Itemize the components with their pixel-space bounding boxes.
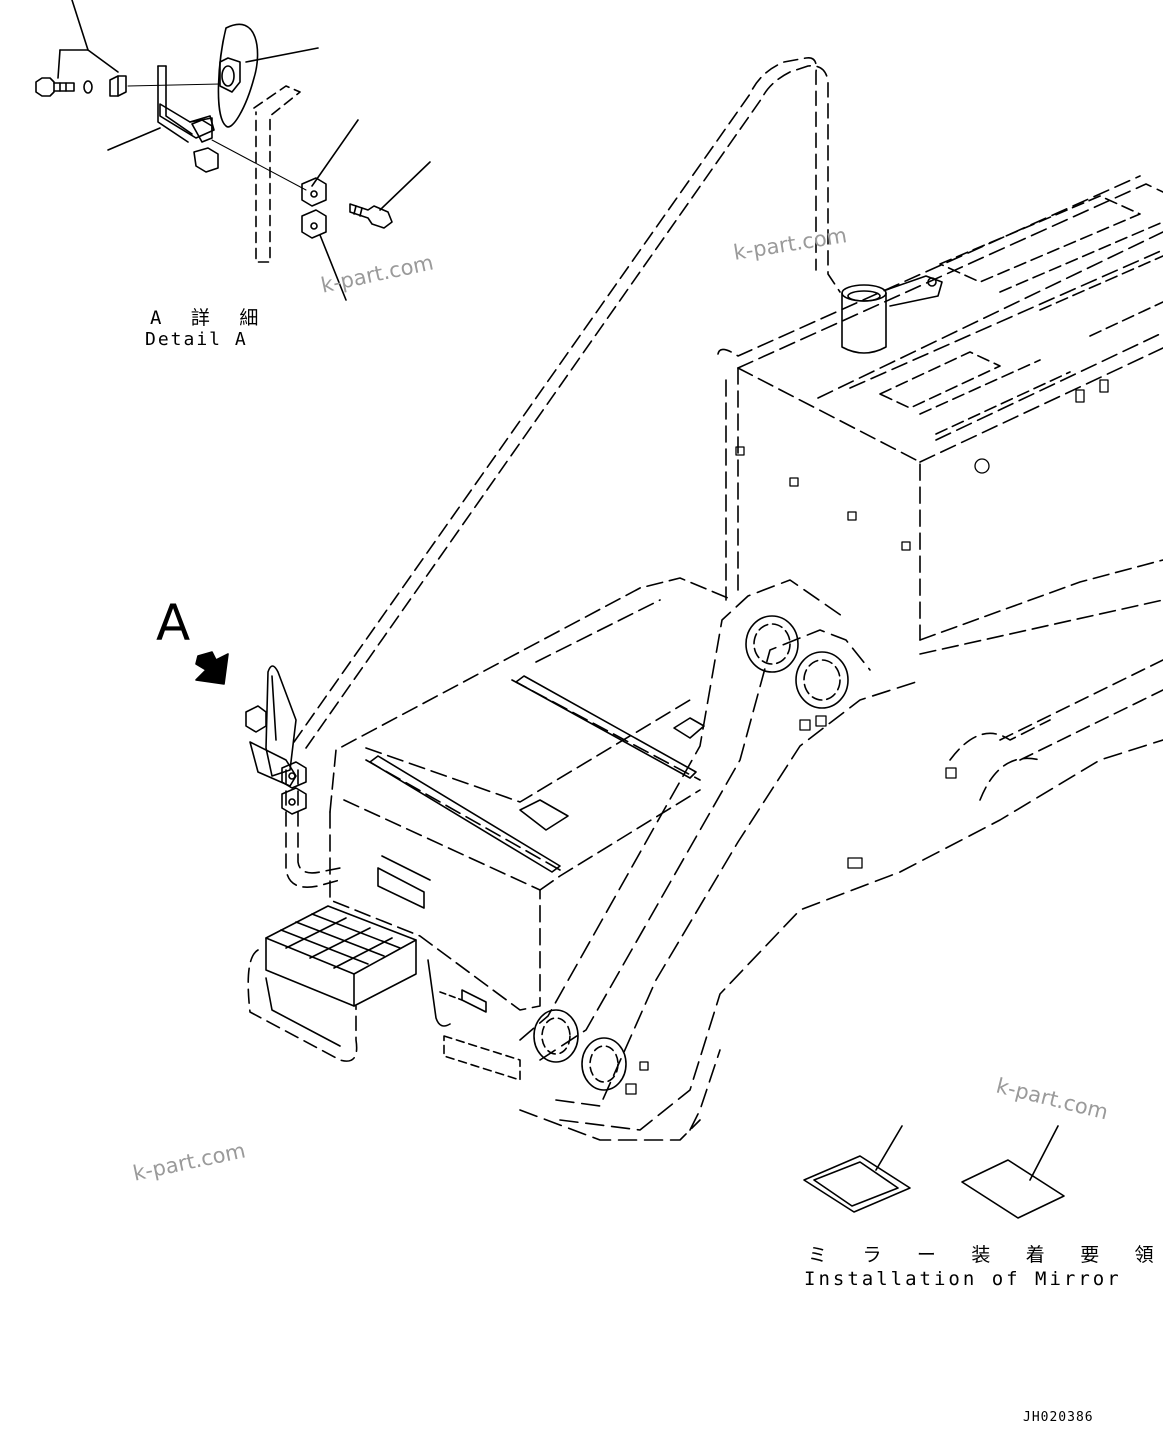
tank-covers bbox=[369, 675, 705, 873]
side-bolts bbox=[625, 715, 957, 1095]
tank-box bbox=[329, 577, 729, 1011]
step-box bbox=[247, 905, 417, 1062]
detail-a-exploded-view bbox=[35, 0, 431, 301]
side-structure bbox=[949, 659, 1163, 801]
floor-slats bbox=[879, 195, 1163, 435]
detail-a-title-jp: A 詳 細 bbox=[150, 307, 268, 329]
drawing-code: JH020386 bbox=[1023, 1410, 1094, 1425]
filler-pipe bbox=[841, 275, 943, 354]
manual-icons bbox=[803, 1125, 1065, 1219]
install-mirror-title-en: Installation of Mirror bbox=[804, 1268, 1122, 1290]
frame-bolts bbox=[735, 379, 1109, 551]
detail-a-title-en: Detail A bbox=[145, 329, 248, 350]
install-mirror-title-jp: ミ ラ ー 装 着 要 領 書 bbox=[808, 1244, 1163, 1266]
mirror-assembly bbox=[245, 665, 307, 815]
boom-arm bbox=[519, 579, 1163, 1141]
view-a-arrow-icon bbox=[195, 651, 229, 685]
upper-structure-outline bbox=[717, 175, 1163, 655]
tank-panel-details bbox=[377, 855, 521, 1081]
handrail bbox=[285, 56, 841, 888]
view-a-marker: A bbox=[156, 594, 191, 652]
boom-pin-holes bbox=[533, 615, 849, 1091]
